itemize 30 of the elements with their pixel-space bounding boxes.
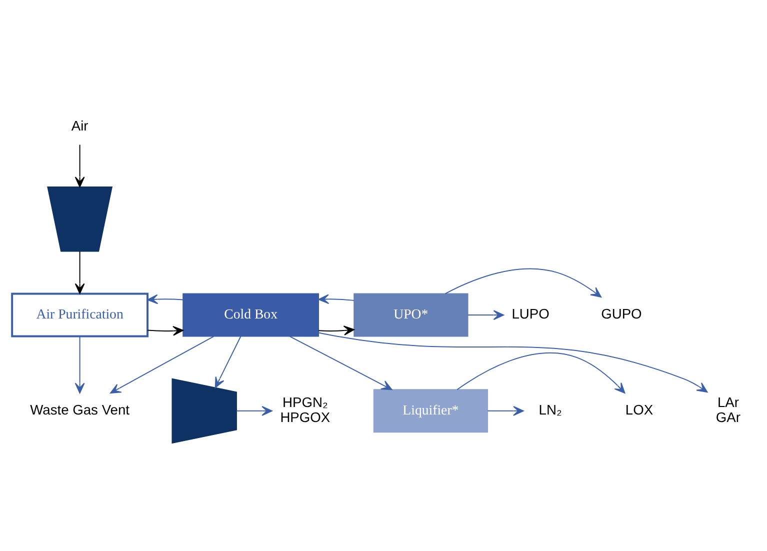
arrow bbox=[147, 325, 184, 336]
node-text: LAr GAr bbox=[716, 394, 741, 424]
node-trapezoid bbox=[47, 186, 113, 252]
node-text: GUPO bbox=[601, 305, 642, 322]
node-text: LN₂ bbox=[538, 401, 562, 418]
arrow bbox=[236, 405, 272, 416]
arrow bbox=[74, 144, 85, 187]
node-box: Cold Box bbox=[182, 292, 319, 336]
node-text: LUPO bbox=[512, 305, 550, 322]
arrow bbox=[110, 335, 214, 394]
arrow bbox=[147, 294, 184, 304]
arrow bbox=[318, 325, 354, 335]
node-box: Liquifier* bbox=[373, 388, 488, 432]
arrow bbox=[467, 310, 504, 320]
arrow bbox=[318, 294, 354, 304]
node-text: Air bbox=[71, 116, 88, 133]
arrow bbox=[487, 405, 524, 416]
arrow bbox=[456, 352, 626, 394]
arrow bbox=[289, 335, 392, 390]
arrow bbox=[74, 335, 85, 394]
arrow bbox=[214, 335, 242, 388]
arrow bbox=[444, 268, 602, 298]
node-text: Waste Gas Vent bbox=[30, 401, 130, 418]
node-trapezoid bbox=[172, 378, 237, 444]
node-box: UPO* bbox=[354, 292, 468, 336]
arrow bbox=[74, 250, 85, 294]
node-text: LOX bbox=[625, 401, 654, 418]
node-box: Air Purification bbox=[11, 292, 148, 337]
node-text: HPGN₂ HPGOX bbox=[280, 394, 330, 424]
arrow bbox=[318, 332, 708, 392]
